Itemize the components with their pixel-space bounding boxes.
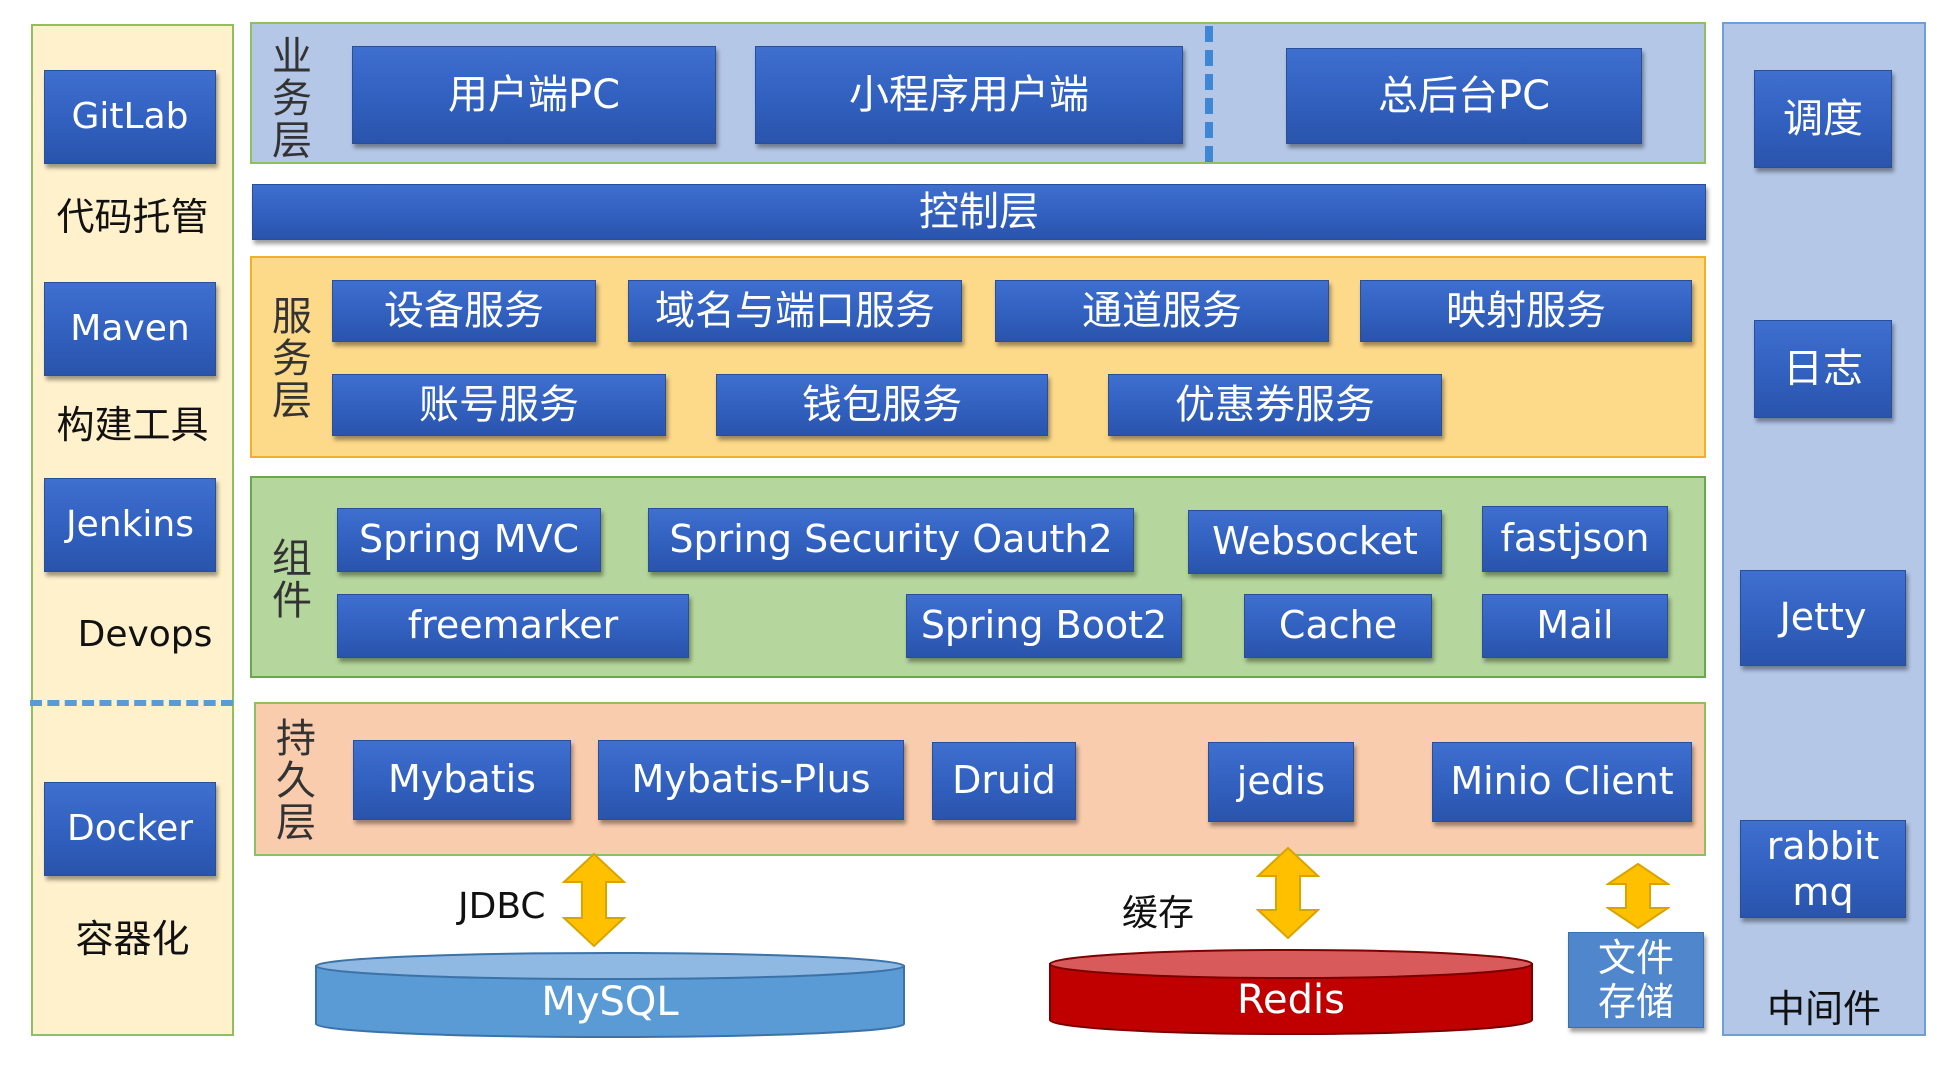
mail-box: Mail — [1482, 594, 1668, 658]
mysql-label: MySQL — [541, 979, 679, 1025]
device-service-box: 设备服务 — [332, 280, 596, 342]
cache-box: Cache — [1244, 594, 1432, 658]
scheduling-box: 调度 — [1754, 70, 1892, 168]
cache-label: 缓存 — [1122, 893, 1195, 934]
account-service-box: 账号服务 — [332, 374, 666, 436]
gitlab-caption: 代码托管 — [56, 195, 209, 239]
business-divider — [1205, 26, 1213, 162]
control-layer-bar: 控制层 — [252, 184, 1706, 240]
minio-client-box: Minio Client — [1432, 742, 1692, 822]
mybatis-box: Mybatis — [353, 740, 571, 820]
maven-caption: 构建工具 — [56, 403, 209, 447]
file-storage-box: 文件存储 — [1568, 932, 1704, 1028]
fastjson-box: fastjson — [1482, 506, 1668, 572]
jdbc-arrow-icon — [562, 852, 626, 948]
channel-service-box: 通道服务 — [995, 280, 1329, 342]
admin-pc-box: 总后台PC — [1286, 48, 1642, 144]
redis-label: Redis — [1237, 977, 1345, 1023]
mysql-database-icon — [315, 952, 905, 1038]
mapping-service-box: 映射服务 — [1360, 280, 1692, 342]
coupon-service-box: 优惠券服务 — [1108, 374, 1442, 436]
persistence-layer-label: 持久层 — [276, 716, 316, 846]
gitlab-box: GitLab — [44, 70, 216, 164]
cache-arrow-icon — [1256, 846, 1320, 940]
docker-caption: 容器化 — [75, 917, 190, 961]
middleware-caption: 中间件 — [1766, 987, 1881, 1031]
druid-box: Druid — [932, 742, 1076, 820]
maven-box: Maven — [44, 282, 216, 376]
component-layer-label: 组件 — [272, 536, 312, 624]
jdbc-label: JDBC — [458, 886, 546, 927]
miniprogram-box: 小程序用户端 — [755, 46, 1183, 144]
domain-port-service-box: 域名与端口服务 — [628, 280, 962, 342]
redis-database-icon — [1049, 949, 1533, 1035]
docker-box: Docker — [44, 782, 216, 876]
jedis-box: jedis — [1208, 742, 1354, 822]
file-storage-arrow-icon — [1606, 862, 1670, 930]
spring-mvc-box: Spring MVC — [337, 508, 601, 572]
mybatis-plus-box: Mybatis-Plus — [598, 740, 904, 820]
jenkins-box: Jenkins — [44, 478, 216, 572]
freemarker-box: freemarker — [337, 594, 689, 658]
devops-caption: Devops — [77, 614, 213, 655]
wallet-service-box: 钱包服务 — [716, 374, 1048, 436]
jetty-box: Jetty — [1740, 570, 1906, 666]
user-pc-box: 用户端PC — [352, 46, 716, 144]
business-layer-label: 业务层 — [272, 34, 312, 164]
rabbitmq-box: rabbit mq — [1740, 820, 1906, 918]
websocket-box: Websocket — [1188, 510, 1442, 574]
devops-divider — [30, 700, 233, 706]
service-layer-label: 服务层 — [272, 294, 312, 424]
spring-boot2-box: Spring Boot2 — [906, 594, 1182, 658]
spring-security-oauth2-box: Spring Security Oauth2 — [648, 508, 1134, 572]
logging-box: 日志 — [1754, 320, 1892, 418]
